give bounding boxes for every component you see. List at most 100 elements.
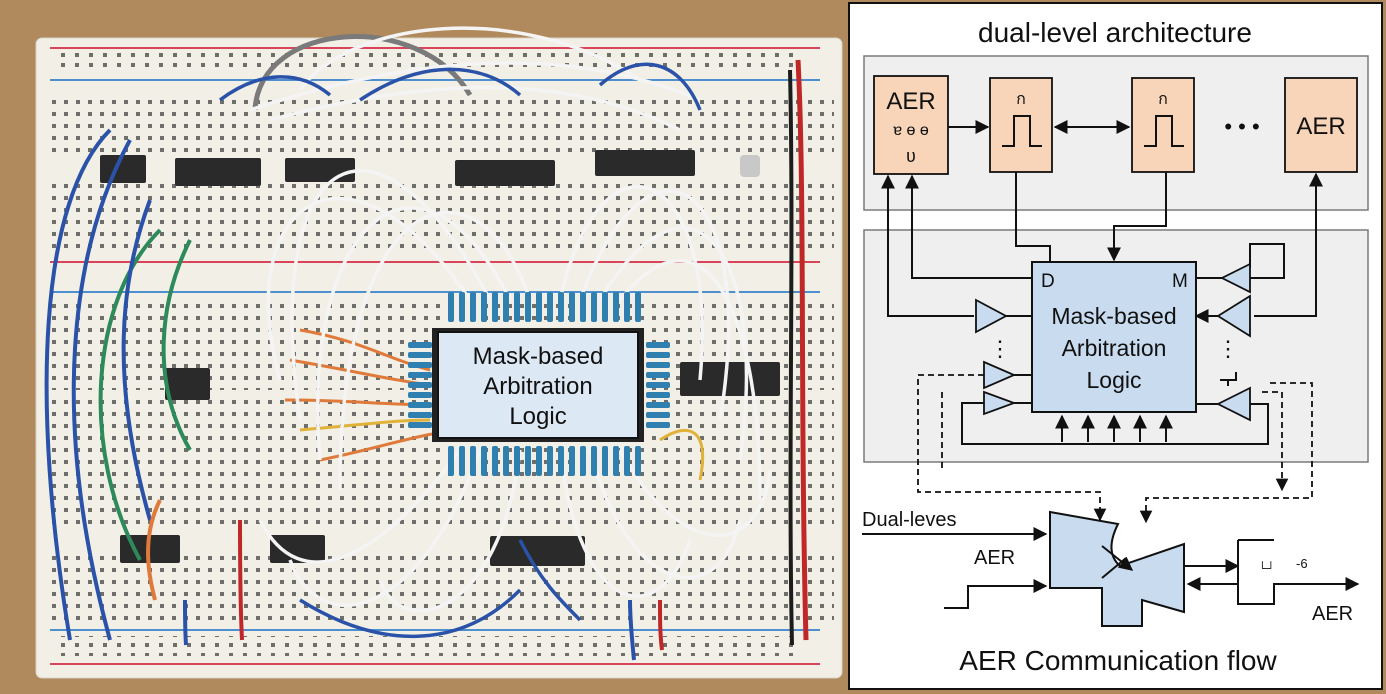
flow-aer-out-label: AER — [1312, 603, 1353, 625]
resistor — [558, 292, 564, 322]
resistor — [580, 446, 586, 476]
resistor — [635, 292, 641, 322]
band-connections — [881, 172, 1323, 323]
buffer-triangles — [975, 262, 1251, 422]
aer-left-label: AER — [886, 88, 935, 115]
resistor — [459, 446, 465, 476]
buffer-links — [961, 374, 1269, 445]
resistor — [408, 352, 432, 358]
arbiter-input-arrows — [1055, 414, 1173, 442]
resistor — [408, 382, 432, 388]
white-jumper-wires — [249, 26, 772, 613]
resistor — [481, 446, 487, 476]
bottom-power-rail — [50, 629, 820, 665]
black-ground-wire — [788, 69, 794, 646]
flow-small-mark: -6 — [1296, 556, 1308, 571]
resistor — [492, 446, 498, 476]
flow-dual-label: Dual-leves — [862, 509, 956, 531]
resistor — [580, 292, 586, 322]
resistor — [503, 446, 509, 476]
buffer-right-2 — [1216, 294, 1251, 338]
dashed-links — [917, 374, 1313, 524]
resistor — [448, 446, 454, 476]
central-chip: Mask-based Arbitration Logic — [432, 328, 644, 442]
flow-gate-mark: └┘ — [1258, 561, 1275, 575]
top-blue-wires — [218, 62, 702, 639]
resistor — [408, 422, 432, 428]
resistor — [613, 446, 619, 476]
arbiter-label-2: Arbitration — [1062, 335, 1167, 361]
resistor — [613, 292, 619, 322]
resistor — [459, 292, 465, 322]
resistor — [547, 446, 553, 476]
terminal-strip-1 — [44, 100, 834, 160]
resistor — [525, 292, 531, 322]
resistor — [408, 412, 432, 418]
resistor — [646, 392, 670, 398]
resistor — [492, 292, 498, 322]
resistor — [602, 446, 608, 476]
arbiter-port-m: M — [1172, 271, 1188, 292]
resistor — [646, 402, 670, 408]
pulse-block-1: ก — [989, 77, 1053, 173]
resistor — [624, 446, 630, 476]
right-small-gate — [1220, 372, 1237, 386]
resistor — [503, 292, 509, 322]
chip-label-line-1: Mask-based — [473, 343, 604, 370]
resistor — [481, 292, 487, 322]
buffer-right-1 — [1219, 262, 1251, 294]
aer-left-tail: ʋ — [906, 146, 916, 166]
resistor — [569, 292, 575, 322]
resistor — [514, 292, 520, 322]
aer-right-label: AER — [1296, 113, 1345, 140]
chip-label-line-3: Logic — [509, 403, 566, 430]
resistor — [646, 422, 670, 428]
bottom-title: AER Communication flow — [959, 645, 1277, 676]
pulse-block-2: ก — [1131, 77, 1195, 173]
arbiter-block: D M Mask-based Arbitration Logic — [1031, 261, 1197, 413]
diagram-title: dual-level architecture — [978, 17, 1252, 48]
resistor — [525, 446, 531, 476]
resistor — [569, 446, 575, 476]
pulse-mark-1: ก — [1016, 91, 1026, 108]
resistor — [448, 292, 454, 322]
resistor — [408, 342, 432, 348]
right-vdots: ⋮ — [1217, 336, 1239, 361]
resistor — [602, 292, 608, 322]
left-vdots: ⋮ — [989, 336, 1011, 361]
chip-label-plate — [437, 331, 639, 439]
pulse-mark-2: ก — [1158, 91, 1168, 108]
resistor — [547, 292, 553, 322]
resistor — [646, 412, 670, 418]
resistor — [646, 372, 670, 378]
resistor — [624, 292, 630, 322]
aer-right-block: AER — [1284, 77, 1358, 173]
left-bundle-wires — [44, 128, 664, 661]
resistor — [408, 362, 432, 368]
resistor — [591, 446, 597, 476]
resistor — [646, 342, 670, 348]
buffer-left-1 — [975, 298, 1008, 334]
flow-wires — [862, 527, 1360, 609]
flow-mux — [1049, 510, 1185, 627]
red-power-wire — [795, 59, 809, 641]
resistor — [470, 446, 476, 476]
resistor — [470, 292, 476, 322]
resistor — [646, 382, 670, 388]
resistor — [536, 446, 542, 476]
resistor — [646, 352, 670, 358]
resistor — [408, 372, 432, 378]
ellipsis-dots: • • • — [1224, 114, 1259, 139]
arbiter-port-d: D — [1041, 271, 1055, 292]
resistor-array — [408, 292, 670, 476]
breadboard-photo: Mask-based Arbitration Logic — [35, 26, 843, 679]
aer-left-squiggle: ɐ ɵ ɵ — [893, 122, 929, 139]
resistor — [558, 446, 564, 476]
capacitor — [740, 155, 760, 177]
resistor — [591, 292, 597, 322]
resistor — [408, 402, 432, 408]
aer-left-block: AER ɐ ɵ ɵ ʋ — [873, 75, 949, 175]
arbiter-label-1: Mask-based — [1051, 303, 1176, 329]
resistor — [408, 392, 432, 398]
